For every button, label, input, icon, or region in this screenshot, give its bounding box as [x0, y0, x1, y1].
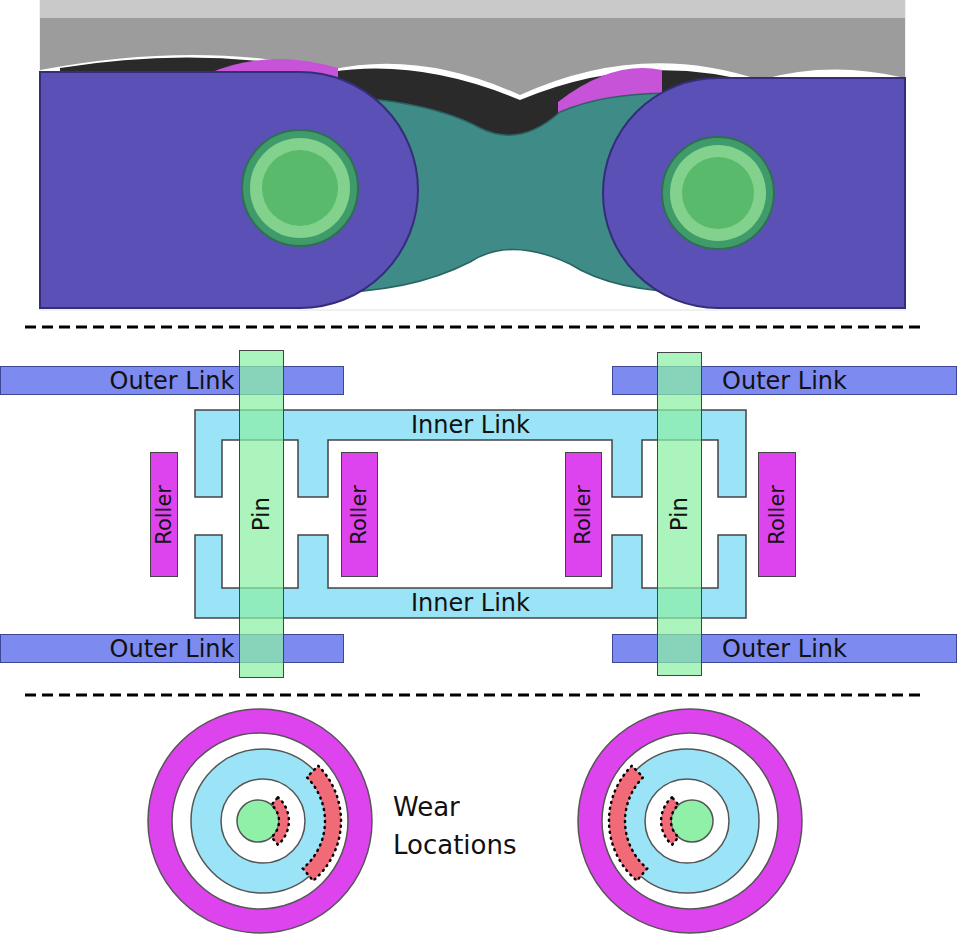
bushing-bore — [221, 779, 305, 863]
part-label: Roller — [573, 485, 594, 545]
pin-head-photo — [242, 130, 358, 246]
part-label: Roller — [767, 485, 788, 545]
dashed-separator — [25, 694, 920, 697]
pin-bar: Pin — [239, 350, 284, 678]
roller-bar: Roller — [150, 452, 178, 577]
outer-plate-photo — [40, 72, 418, 308]
outer-plate-photo — [603, 78, 905, 308]
part-label: Inner Link — [411, 411, 530, 439]
bushing-bore — [645, 779, 729, 863]
outer-link-plate: Outer Link — [0, 634, 344, 663]
pin-head-photo — [662, 137, 774, 249]
wear-area — [661, 797, 678, 844]
pin-head-photo — [250, 138, 350, 238]
dashed-separator — [25, 326, 920, 329]
roller-section — [578, 709, 802, 933]
pin-bar: Pin — [657, 352, 702, 676]
roller-bar: Roller — [565, 452, 602, 577]
roller-bore — [172, 733, 348, 909]
inner-link-shape — [195, 535, 746, 618]
free-label: Wear Locations — [393, 788, 558, 864]
back-plate-edge — [40, 0, 905, 20]
pin-head-photo — [670, 145, 766, 241]
part-label: Pin — [668, 497, 691, 531]
wear-area — [609, 766, 647, 881]
part-label: Outer Link — [722, 636, 847, 662]
part-label: Pin — [250, 497, 273, 531]
part-label: Roller — [349, 485, 370, 545]
roller-bar: Roller — [758, 452, 796, 577]
wear-area — [303, 766, 341, 881]
roller-bore — [602, 733, 778, 909]
roller-bar: Roller — [341, 452, 378, 577]
part-label: Roller — [154, 485, 175, 545]
wear-area — [272, 797, 289, 844]
photo-frame — [40, 0, 905, 310]
part-label: Inner Link — [411, 589, 530, 617]
part-label: Outer Link — [110, 368, 235, 394]
part-label: Outer Link — [722, 368, 847, 394]
part-label: Outer Link — [110, 636, 235, 662]
roller-section — [148, 709, 372, 933]
outer-link-plate: Outer Link — [0, 366, 344, 395]
pin-head-photo — [262, 150, 338, 226]
pin-head-photo — [682, 157, 754, 229]
